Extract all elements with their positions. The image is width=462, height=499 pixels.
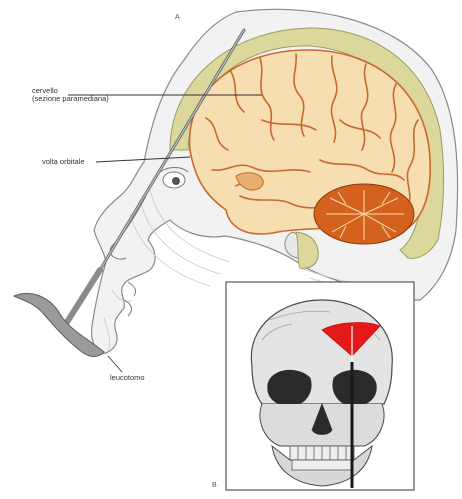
label-leucotome: leucotomo <box>110 374 145 382</box>
cerebellum <box>314 184 414 244</box>
panel-label-a: A <box>175 14 180 21</box>
instrument-leader-line <box>108 356 122 372</box>
label-brain-section: (sezione paramediana) <box>32 95 109 103</box>
label-orbital-roof: volta orbitale <box>42 158 85 166</box>
panel-label-b: B <box>212 482 217 489</box>
